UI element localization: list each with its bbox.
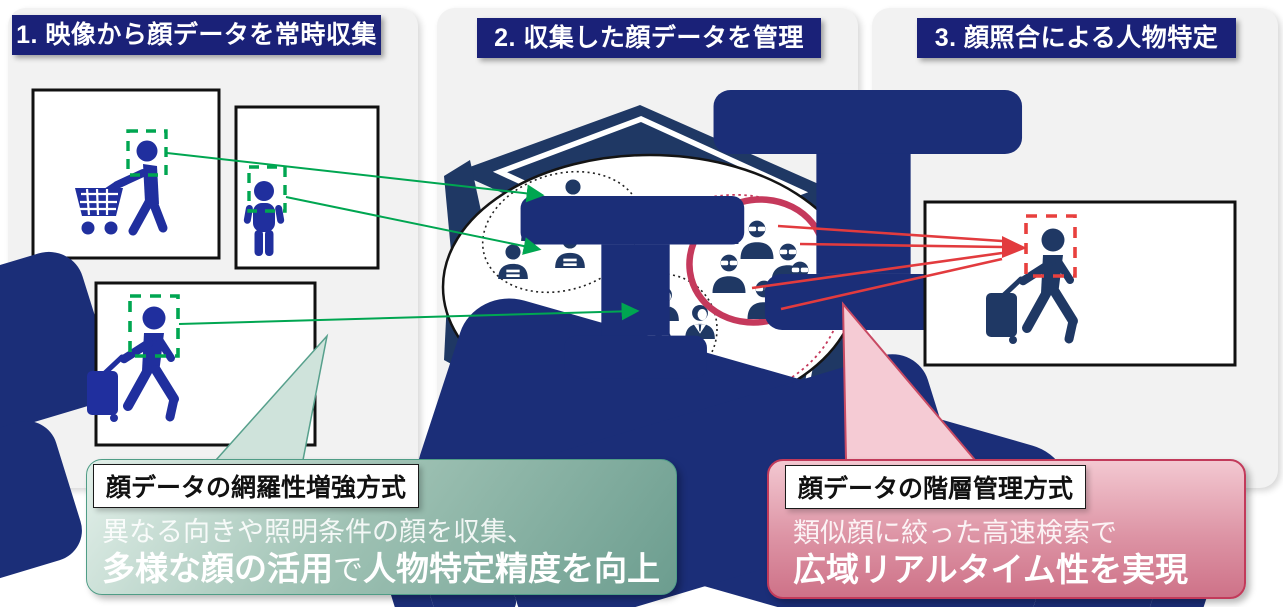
coverage-line2-bold-a: 多様な顔の活用 <box>102 550 333 587</box>
coverage-method-line2: 多様な顔の活用で人物特定精度を向上 <box>102 542 660 590</box>
face-detection-box-red <box>1024 214 1077 278</box>
coverage-line2-bold-b: 人物特定精度を向上 <box>363 550 660 587</box>
face-detection-box-green <box>126 129 168 177</box>
panel-title-identify: 3. 顔照合による人物特定 <box>917 18 1236 58</box>
hierarchy-method-label: 顔データの階層管理方式 <box>785 465 1087 509</box>
scene-shopper <box>31 88 1237 607</box>
match-lines <box>751 224 1027 311</box>
match-arrowhead <box>1002 236 1027 258</box>
coverage-line2-plain: で <box>333 554 363 587</box>
face-detection-box-green <box>128 294 180 358</box>
hierarchy-method-line2: 広域リアルタイム性を実現 <box>793 551 1189 588</box>
coverage-method-label: 顔データの網羅性増強方式 <box>93 464 420 508</box>
scene-identified-person <box>364 196 1237 607</box>
coverage-method-line1: 異なる向きや照明条件の顔を収集、 <box>102 517 534 547</box>
callout-coverage-method: 顔データの網羅性増強方式 異なる向きや照明条件の顔を収集、 多様な顔の活用で人物… <box>86 459 677 595</box>
hierarchy-method-line1: 類似顔に絞った高速検索で <box>793 518 1117 548</box>
face-detection-box-green <box>247 165 287 213</box>
cluster-business-faces <box>604 273 718 385</box>
scene-child <box>0 103 380 552</box>
collect-arrows <box>166 152 640 325</box>
callout-hierarchy-method: 顔データの階層管理方式 類似顔に絞った高速検索で 広域リアルタイム性を実現 <box>767 459 1246 599</box>
panel-title-collect: 1. 映像から顔データを常時収集 <box>12 15 381 55</box>
panel-title-manage: 2. 収集した顔データを管理 <box>477 18 821 58</box>
